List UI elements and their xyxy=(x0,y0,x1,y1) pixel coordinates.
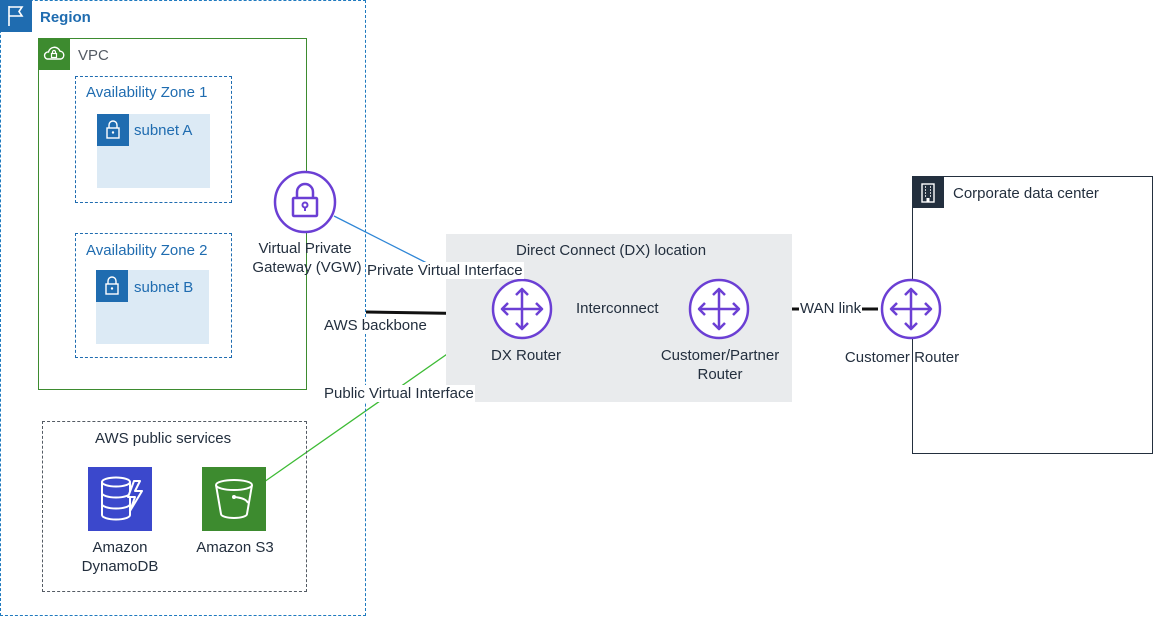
s3-label: Amazon S3 xyxy=(196,539,274,556)
availability-zone-1-label: Availability Zone 1 xyxy=(86,84,208,101)
aws-backbone-label: AWS backbone xyxy=(323,317,428,334)
dx-location-label: Direct Connect (DX) location xyxy=(516,242,707,259)
region-boundary xyxy=(0,0,366,616)
customer-router-label: Customer Router xyxy=(844,349,960,366)
private-vif-label: Private Virtual Interface xyxy=(366,262,524,279)
availability-zone-1 xyxy=(75,76,232,203)
interconnect-label: Interconnect xyxy=(574,300,661,317)
dx-router-icon xyxy=(491,278,553,340)
aws-public-services-box xyxy=(42,421,307,592)
customer-partner-router-icon xyxy=(688,278,750,340)
padlock-icon xyxy=(96,270,128,302)
aws-public-services-label: AWS public services xyxy=(95,430,232,447)
customer-partner-router-label-line2: Router xyxy=(697,366,743,383)
customer-router-icon xyxy=(880,278,942,340)
corporate-data-center-label: Corporate data center xyxy=(953,185,1099,202)
vgw-label-line2: Gateway (VGW) xyxy=(252,259,362,276)
wan-link-label: WAN link xyxy=(799,300,863,317)
dynamodb-icon xyxy=(88,467,152,531)
customer-partner-router-label-line1: Customer/Partner xyxy=(660,347,780,364)
flag-icon xyxy=(0,0,32,32)
padlock-icon xyxy=(97,114,129,146)
dynamodb-label-line1: Amazon xyxy=(92,539,148,556)
corporate-data-center-box xyxy=(912,176,1153,454)
availability-zone-2-label: Availability Zone 2 xyxy=(86,242,208,259)
vgw-label-line1: Virtual Private xyxy=(258,240,352,257)
dynamodb-label-line2: DynamoDB xyxy=(81,558,159,575)
building-icon xyxy=(912,176,944,208)
subnet-b-label: subnet B xyxy=(134,279,194,296)
subnet-a-label: subnet A xyxy=(134,122,193,139)
cloud-lock-icon xyxy=(38,38,70,70)
s3-bucket-icon xyxy=(202,467,266,531)
dx-router-label: DX Router xyxy=(490,347,562,364)
vpc-label: VPC xyxy=(78,47,109,64)
availability-zone-2 xyxy=(75,233,232,358)
lock-icon xyxy=(273,170,337,234)
public-vif-label: Public Virtual Interface xyxy=(323,385,475,402)
region-label: Region xyxy=(40,9,91,26)
